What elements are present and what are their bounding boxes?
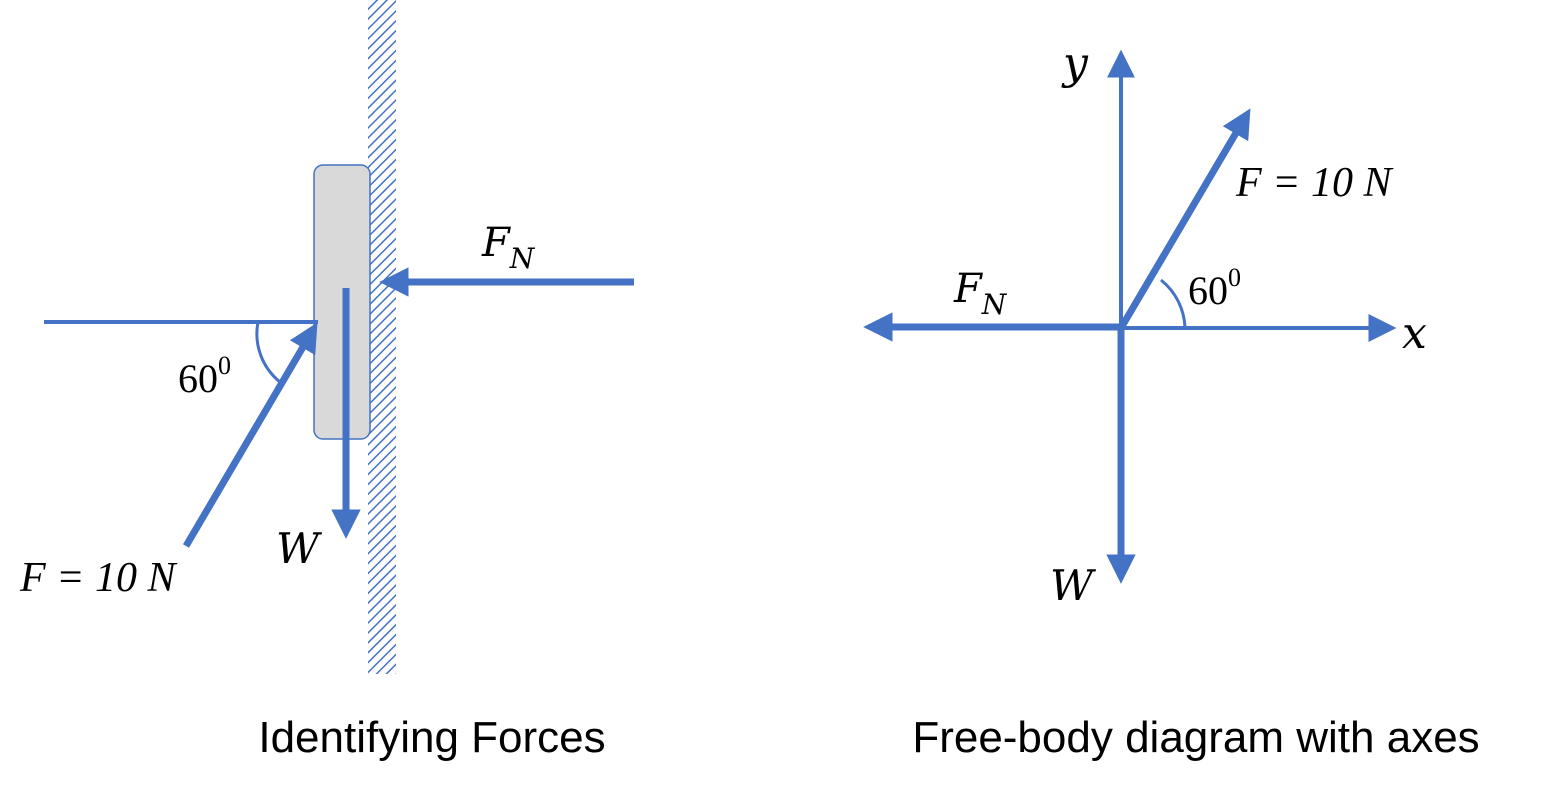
normal-force-label: FN [953,266,1008,321]
left-panel: FN 600 F = 10 N W Identifying Forces [19,0,634,762]
angle-arc [255,321,281,384]
applied-force-label: F = 10 N [1235,160,1393,206]
applied-force-arrow [182,322,318,548]
right-caption: Free-body diagram with axes [912,713,1479,762]
applied-force-arrow [1117,108,1251,330]
block [313,164,371,440]
normal-force-label: FN [481,220,536,275]
left-caption: Identifying Forces [258,713,605,762]
weight-label: W [1050,561,1097,610]
applied-force-label: F = 10 N [19,555,177,601]
x-axis-label: x [1402,308,1427,359]
angle-label: 600 [178,351,231,401]
wall [368,0,396,674]
y-axis-label: y [1061,38,1089,89]
angle-arc [1160,278,1187,329]
angle-label: 600 [1188,263,1241,313]
right-panel: y x F = 10 N 600 FN W Free-body diagram … [863,38,1480,762]
weight-label: W [276,524,323,573]
